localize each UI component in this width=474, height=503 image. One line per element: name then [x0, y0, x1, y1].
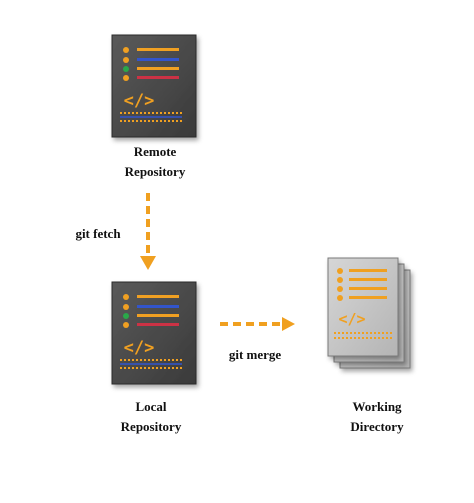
- local-label-line1: Local: [135, 399, 167, 414]
- remote-label-line2: Repository: [124, 164, 186, 179]
- git-fetch-label: git fetch: [75, 226, 121, 241]
- local-repository-label: Local Repository: [96, 397, 206, 437]
- remote-repository-label: Remote Repository: [100, 142, 210, 182]
- remote-repository-icon: </>: [111, 34, 197, 138]
- remote-label-line1: Remote: [133, 144, 177, 159]
- svg-text:</>: </>: [124, 338, 155, 358]
- working-directory-icon: </>: [327, 257, 411, 369]
- working-directory-label: Working Directory: [322, 397, 432, 437]
- git-merge-label: git merge: [228, 347, 282, 362]
- working-label-line2: Directory: [350, 419, 404, 434]
- working-label-line1: Working: [352, 399, 402, 414]
- local-repository-icon: </>: [111, 281, 197, 385]
- svg-text:</>: </>: [124, 91, 155, 111]
- fetch-arrow: [140, 193, 156, 270]
- merge-arrow: [220, 317, 295, 331]
- local-label-line2: Repository: [120, 419, 182, 434]
- svg-text:</>: </>: [338, 310, 365, 328]
